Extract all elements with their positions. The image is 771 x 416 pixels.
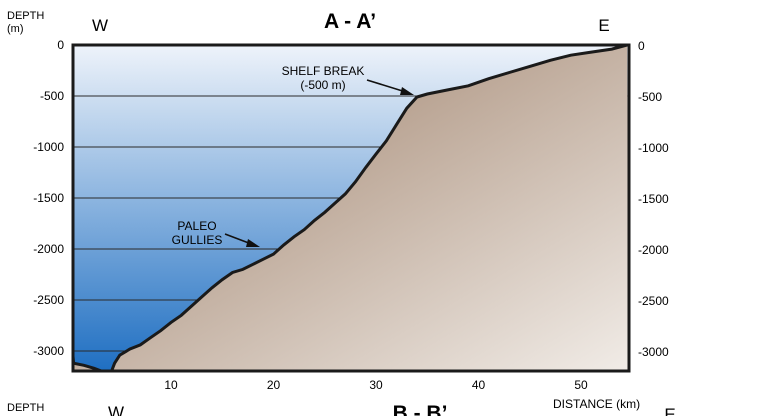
y-tick-label-left: -1500	[33, 191, 64, 205]
shelf-break-arrow	[366, 79, 414, 95]
plot-frame	[71, 43, 631, 373]
paleo-gullies-label-line2: GULLIES	[172, 233, 223, 247]
y-tick-label-right: -500	[638, 90, 662, 104]
y-tick-label-right: -1500	[638, 192, 669, 206]
x-tick-label: 10	[164, 378, 178, 392]
seafloor-outline	[71, 43, 628, 373]
x-tick-label: 40	[472, 378, 486, 392]
y-tick-label-left: -2500	[33, 293, 64, 307]
east-label: E	[598, 16, 609, 35]
y-axis-ticks-right: 0 -500 -1000 -1500 -2000 -2500 -3000	[638, 39, 669, 359]
y-tick-label-left: -500	[40, 89, 64, 103]
distance-label: DISTANCE (km)	[553, 397, 640, 411]
y-tick-label-right: 0	[638, 39, 645, 53]
y-tick-label-right: -3000	[638, 345, 669, 359]
y-tick-label-right: -2000	[638, 243, 669, 257]
y-tick-label-left: -2000	[33, 242, 64, 256]
y-tick-label-left: 0	[57, 38, 64, 52]
shelf-break-label-line1: SHELF BREAK	[282, 64, 365, 78]
lower-east-label: E	[664, 405, 675, 416]
y-tick-label-left: -1000	[33, 140, 64, 154]
shelf-break-label-line2: (-500 m)	[300, 78, 345, 92]
x-axis-ticks: 10 20 30 40 50	[164, 378, 588, 392]
depth-label-line1: DEPTH	[7, 10, 44, 22]
y-tick-label-left: -3000	[33, 344, 64, 358]
x-tick-label: 20	[267, 378, 281, 392]
lower-section-title: B - B’	[393, 402, 448, 416]
paleo-gullies-arrow	[224, 233, 260, 247]
depth-label-line2: (m)	[7, 23, 24, 35]
lower-west-label: W	[108, 403, 124, 416]
west-label: W	[92, 16, 108, 35]
x-tick-label: 30	[369, 378, 383, 392]
lower-depth-label: DEPTH	[7, 402, 44, 414]
y-tick-label-right: -1000	[638, 141, 669, 155]
y-axis-ticks-left: 0 -500 -1000 -1500 -2000 -2500 -3000	[33, 38, 64, 358]
section-title: A - A’	[324, 10, 376, 33]
x-tick-label: 50	[574, 378, 588, 392]
y-tick-label-right: -2500	[638, 294, 669, 308]
paleo-gullies-label-line1: PALEO	[177, 219, 216, 233]
